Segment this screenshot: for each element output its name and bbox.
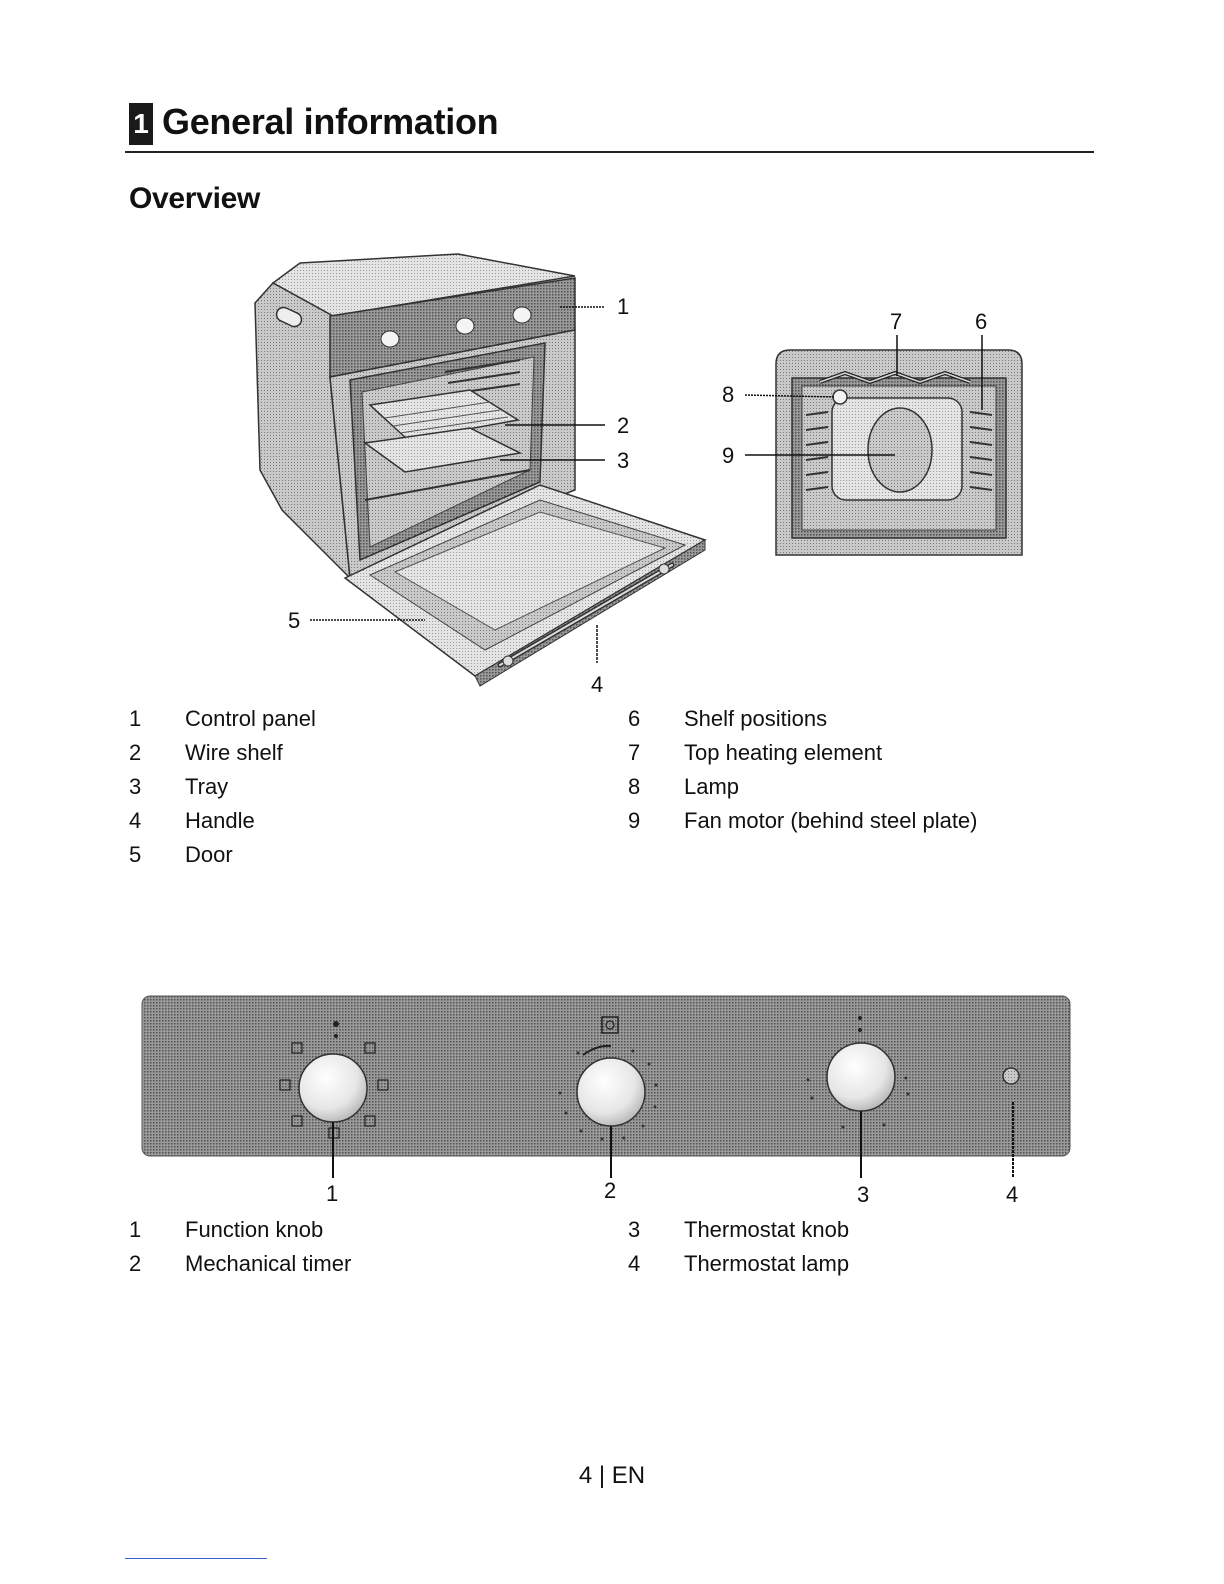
legend-label: Lamp	[684, 770, 739, 804]
legend-label: Thermostat knob	[684, 1213, 849, 1247]
legend-label: Wire shelf	[185, 736, 283, 770]
oven-callout-4: 4	[591, 672, 603, 697]
lamp-icon	[833, 390, 847, 404]
legend-number: 1	[129, 702, 185, 736]
legend-number: 3	[129, 770, 185, 804]
legend-label: Tray	[185, 770, 228, 804]
oven-knob-icon	[456, 318, 474, 334]
footer-rule	[125, 1558, 267, 1559]
page-number: 4 | EN	[0, 1461, 1224, 1491]
interior-callout-7: 7	[890, 309, 902, 334]
legend-number: 4	[628, 1247, 684, 1281]
legend-number: 2	[129, 736, 185, 770]
legend-label: Handle	[185, 804, 255, 838]
legend-label: Control panel	[185, 702, 316, 736]
panel-callout-3: 3	[857, 1182, 869, 1207]
oven-callout-5: 5	[288, 608, 300, 633]
legend-number: 6	[628, 702, 684, 736]
fan-icon	[868, 408, 932, 492]
oven-callout-1: 1	[617, 294, 629, 319]
legend-label: Top heating element	[684, 736, 882, 770]
control-panel-illustration	[142, 996, 1070, 1156]
panel-callout-1: 1	[326, 1181, 338, 1206]
legend-number: 1	[129, 1213, 185, 1247]
legend-label: Mechanical timer	[185, 1247, 351, 1281]
legend-number: 3	[628, 1213, 684, 1247]
legend-number: 5	[129, 838, 185, 872]
legend-label: Thermostat lamp	[684, 1247, 849, 1281]
oven-interior-illustration	[776, 350, 1022, 555]
panel-callout-4: 4	[1006, 1182, 1018, 1207]
function-indicator-icon	[333, 1021, 339, 1027]
interior-callout-9: 9	[722, 443, 734, 468]
legend-label: Fan motor (behind steel plate)	[684, 804, 978, 838]
interior-callout-8: 8	[722, 382, 734, 407]
oven-callout-2: 2	[617, 413, 629, 438]
legend-label: Shelf positions	[684, 702, 827, 736]
interior-callout-6: 6	[975, 309, 987, 334]
thermostat-lamp-icon	[1003, 1068, 1019, 1084]
oven-knob-icon	[513, 307, 531, 323]
legend-number: 2	[129, 1247, 185, 1281]
legend-label: Door	[185, 838, 233, 872]
legend-number: 4	[129, 804, 185, 838]
panel-callout-2: 2	[604, 1178, 616, 1203]
legend-number: 8	[628, 770, 684, 804]
legend-number: 9	[628, 804, 684, 838]
legend-label: Function knob	[185, 1213, 323, 1247]
oven-callout-3: 3	[617, 448, 629, 473]
legend-number: 7	[628, 736, 684, 770]
oven-knob-icon	[381, 331, 399, 347]
oven-illustration	[255, 254, 705, 686]
